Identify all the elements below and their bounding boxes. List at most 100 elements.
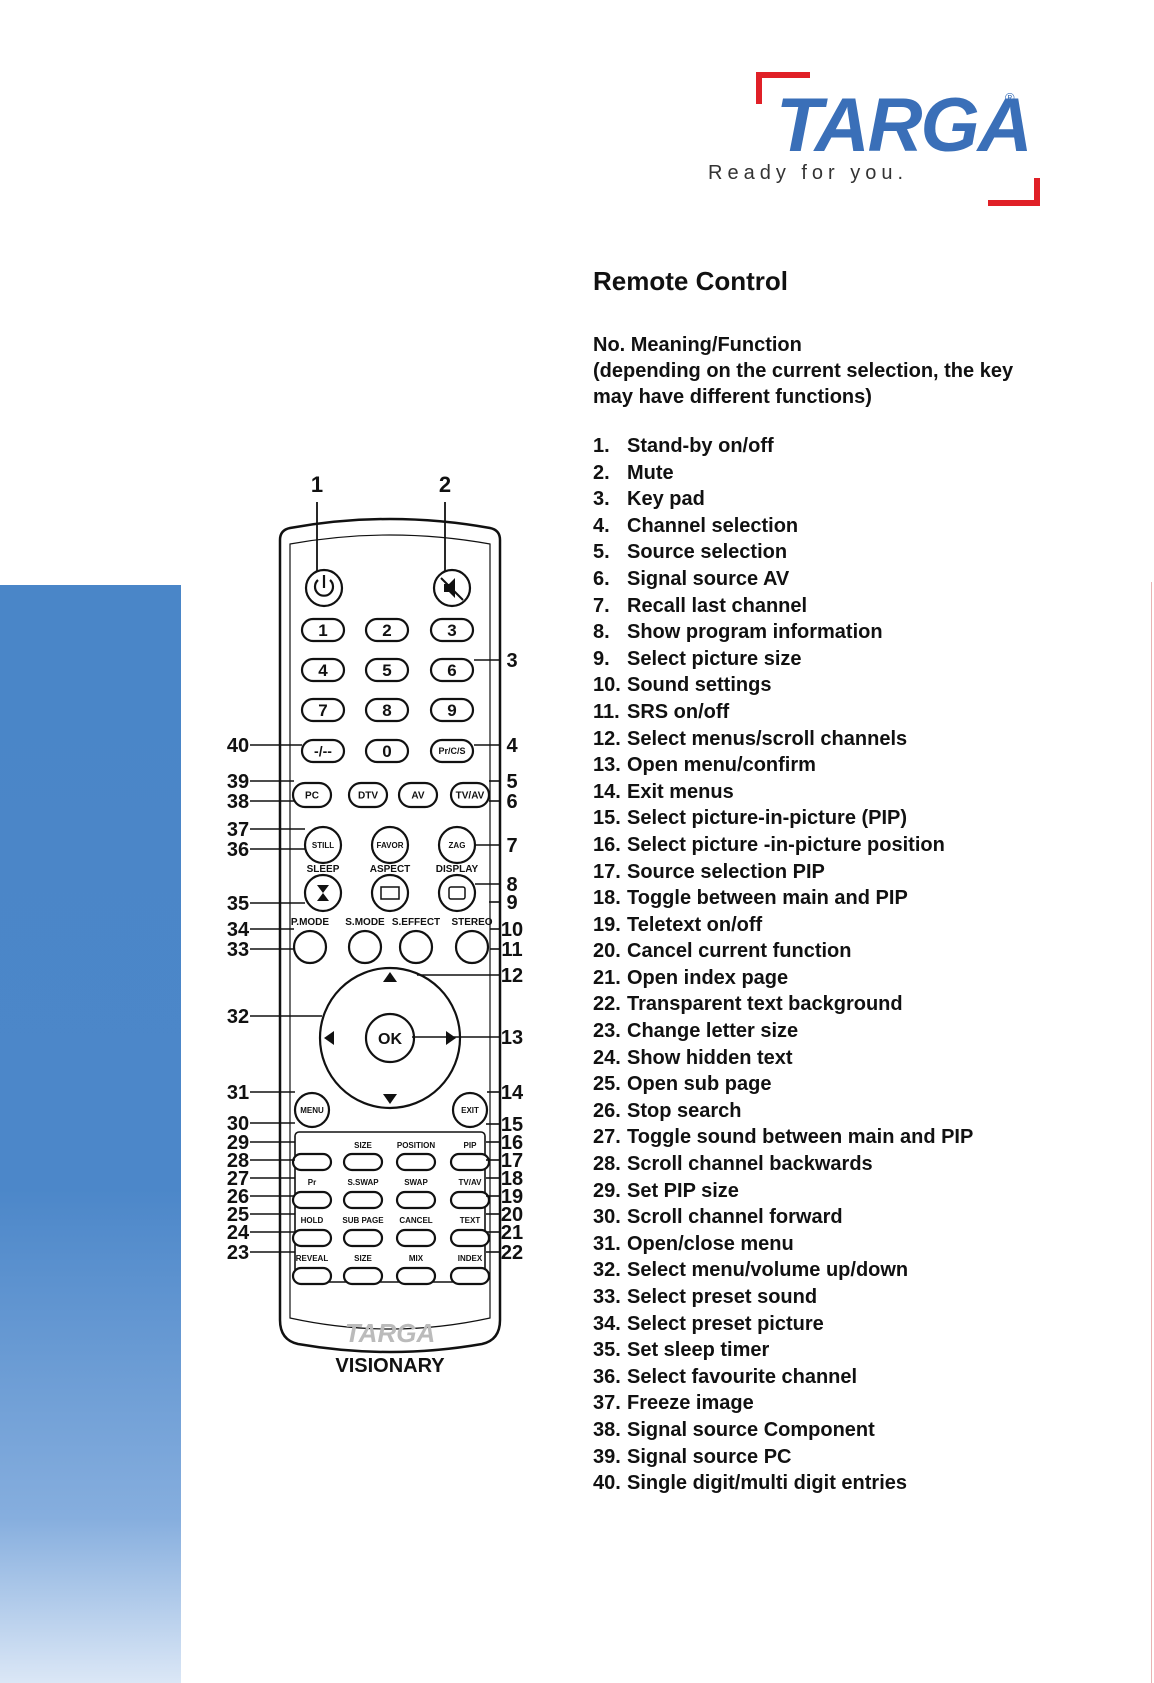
digit-key-3-label: 3 [447,621,456,640]
function-text: Open menu/confirm [627,754,816,777]
txt-row2-label-0: REVEAL [296,1254,329,1263]
function-item: 2.Mute [593,460,973,487]
function-number: 18. [593,887,621,910]
pip-size-label: SIZE [354,1141,372,1150]
function-text: Select picture -in-picture position [627,833,945,856]
function-item: 19.Teletext on/off [593,912,973,939]
function-item: 20.Cancel current function [593,938,973,965]
function-item: 37.Freeze image [593,1390,973,1417]
function-text: Show hidden text [627,1046,793,1069]
menu-button-label: MENU [300,1106,324,1115]
function-item: 28.Scroll channel backwards [593,1151,973,1178]
function-item: 35.Set sleep timer [593,1337,973,1364]
power-icon [313,579,335,597]
function-text: Open index page [627,966,789,989]
digit-key-6 [429,657,475,683]
txt-row2-label-2: MIX [409,1254,424,1263]
function-item: 10. Sound settings [593,672,973,699]
function-item: 5.Source selection [593,539,973,566]
function-item: 6. Signal source AV [593,566,973,593]
txt-row1-label-2: CANCEL [399,1216,432,1225]
exit-button [451,1091,489,1129]
function-text: Select menu/volume up/down [627,1259,909,1282]
function-number: 3. [593,488,610,511]
digit-key-5-label: 5 [382,661,391,680]
function-item: 36.Select favourite channel [593,1364,973,1391]
callout-number-26: 26 [227,1186,249,1208]
source-key-1 [347,781,389,809]
function-item: 16.Select picture -in-picture position [593,832,973,859]
function-text: Signal source AV [627,567,790,590]
right-edge-rule [1151,582,1152,1683]
callout-number-19: 19 [501,1186,523,1208]
function-number: 6. [593,567,610,590]
txt-row2-key-1 [342,1266,384,1286]
pip-row2-label-1: S.SWAP [347,1178,379,1187]
function-number: 4. [593,514,610,537]
txt-row1-label-3: TEXT [460,1216,481,1225]
function-item: 26.Stop search [593,1098,973,1125]
callout-number-5: 5 [506,771,517,793]
function-text: Signal source PC [627,1445,792,1468]
pip-row2-label-3: TV/AV [459,1178,483,1187]
function-item: 34.Select preset picture [593,1311,973,1338]
callout-number-40: 40 [227,735,249,757]
callout-number-37: 37 [227,819,249,841]
aspect-label: ASPECT [370,864,411,875]
pr-cs-key-label: Pr/C/S [438,746,465,756]
function-item: 32.Select menu/volume up/down [593,1257,973,1284]
function-text: Show program information [627,621,883,644]
callout-number-28: 28 [227,1150,249,1172]
function-number: 22. [593,993,621,1016]
function-number: 23. [593,1020,621,1043]
callout-number-12: 12 [501,965,523,987]
function-text: Sound settings [627,674,772,697]
function-number: 2. [593,461,610,484]
pmode-label: P.MODE [291,917,329,928]
callout-number-16: 16 [501,1132,523,1154]
callout-number-22: 22 [501,1242,523,1264]
callout-number-36: 36 [227,839,249,861]
pip-row2-key-3 [449,1190,491,1210]
callout-number-34: 34 [227,919,250,941]
digit-key-8 [364,697,410,723]
aspect-button [370,873,410,913]
txt-row1-label-1: SUB PAGE [342,1216,384,1225]
function-text: Stand-by on/off [627,435,774,457]
function-number: 12. [593,727,621,750]
function-text: Change letter size [627,1020,799,1043]
source-key-0-label: PC [305,791,319,802]
function-item: 33.Select preset sound [593,1284,973,1311]
callout-number-9: 9 [506,892,517,914]
callout-number-13: 13 [501,1027,523,1049]
function-number: 10. [593,674,621,697]
intro-text: No. Meaning/Function (depending on the c… [593,332,1113,410]
mute-icon [444,578,455,598]
callout-number-29: 29 [227,1132,249,1154]
digit-key-9-label: 9 [447,701,456,720]
function-item: 1.Stand-by on/off [593,433,973,460]
function-text: Select picture-in-picture (PIP) [627,807,908,830]
function-text: Channel selection [627,514,799,537]
function-number: 21. [593,966,621,989]
function-item: 4. Channel selection [593,513,973,540]
callout-number-17: 17 [501,1150,523,1172]
display-button [437,873,477,913]
function-number: 38. [593,1418,621,1441]
function-text: Set sleep timer [627,1339,770,1362]
function-text: Transparent text background [627,993,903,1016]
function-number: 39. [593,1445,621,1468]
favor-button-label: FAVOR [377,841,404,850]
pip-row1-key-1 [342,1152,384,1172]
function-text: Select picture size [627,647,802,670]
txt-row1-key-2 [395,1228,437,1248]
function-item: 18.Toggle between main and PIP [593,885,973,912]
function-item: 40.Single digit/multi digit entries [593,1470,973,1497]
source-key-2-label: AV [411,791,424,802]
function-text: Single digit/multi digit entries [627,1472,908,1495]
txt-row2-key-3 [449,1266,491,1286]
function-number: 28. [593,1153,621,1176]
logo-tagline: Ready for you. [708,162,909,184]
function-number: 24. [593,1046,621,1069]
